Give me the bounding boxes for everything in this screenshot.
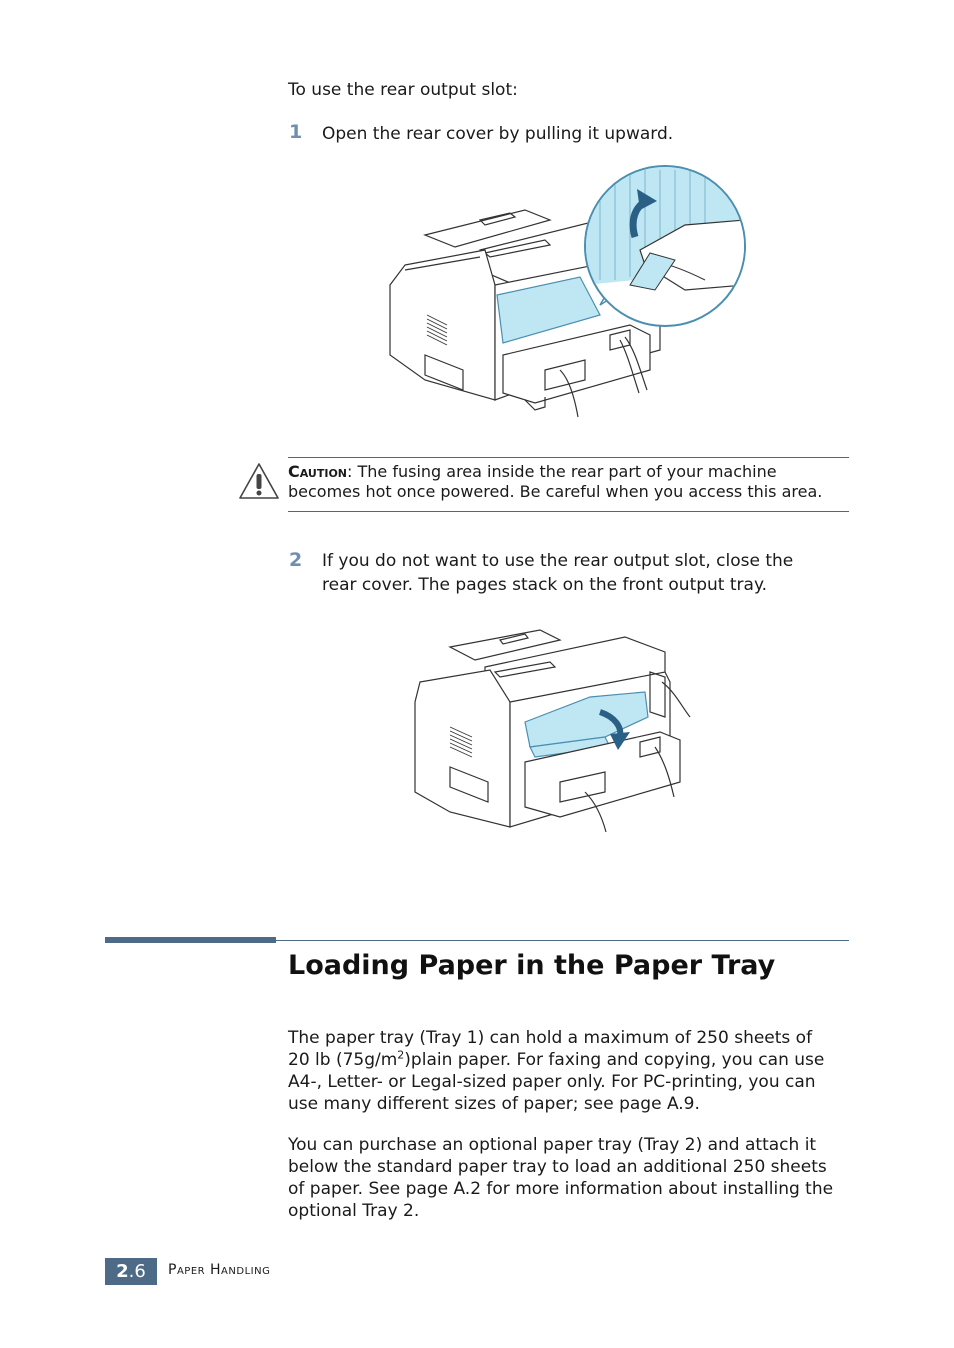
section-accent-bar: [105, 937, 276, 943]
caution-line-2: becomes hot once powered. Be careful whe…: [288, 482, 823, 501]
chapter-label: Paper Handling: [168, 1262, 271, 1278]
step-number-1: 1: [289, 121, 303, 143]
caution-text: Caution: The fusing area inside the rear…: [288, 462, 858, 502]
paragraph-2-line-1: You can purchase an optional paper tray …: [288, 1135, 817, 1155]
paragraph-1: The paper tray (Tray 1) can hold a maxim…: [288, 1027, 858, 1115]
step-number-2: 2: [289, 549, 303, 571]
caution-label: Caution: [288, 462, 348, 481]
caution-bottom-rule: [288, 511, 849, 512]
step-2-line-2: rear cover. The pages stack on the front…: [322, 575, 767, 595]
caution-top-rule: [288, 457, 849, 458]
paragraph-2-line-3: of paper. See page A.2 for more informat…: [288, 1179, 834, 1199]
paragraph-1-line-4: use many different sizes of paper; see p…: [288, 1094, 700, 1114]
paragraph-2-line-4: optional Tray 2.: [288, 1201, 420, 1221]
rear-cover-closing-illustration: [414, 629, 691, 833]
intro-text: To use the rear output slot:: [288, 80, 518, 100]
step-1-text: Open the rear cover by pulling it upward…: [322, 124, 674, 144]
paragraph-2-line-2: below the standard paper tray to load an…: [288, 1157, 827, 1177]
paragraph-1-line-2: 20 lb (75g/m2)plain paper. For faxing an…: [288, 1048, 825, 1070]
rear-cover-open-illustration: [389, 165, 746, 418]
caution-line-1: : The fusing area inside the rear part o…: [347, 462, 777, 481]
paragraph-1-line-3: A4-, Letter- or Legal-sized paper only. …: [288, 1072, 816, 1092]
step-2-line-1: If you do not want to use the rear outpu…: [322, 551, 794, 571]
warning-triangle-icon: [239, 463, 279, 499]
section-rule: [276, 940, 849, 941]
chapter-number: 2: [116, 1261, 129, 1282]
paragraph-2: You can purchase an optional paper tray …: [288, 1134, 858, 1222]
page-number-box: 2.6: [105, 1258, 157, 1285]
page-number: .6: [128, 1261, 146, 1282]
paragraph-1-line-1: The paper tray (Tray 1) can hold a maxim…: [288, 1028, 813, 1048]
section-title: Loading Paper in the Paper Tray: [288, 950, 776, 981]
